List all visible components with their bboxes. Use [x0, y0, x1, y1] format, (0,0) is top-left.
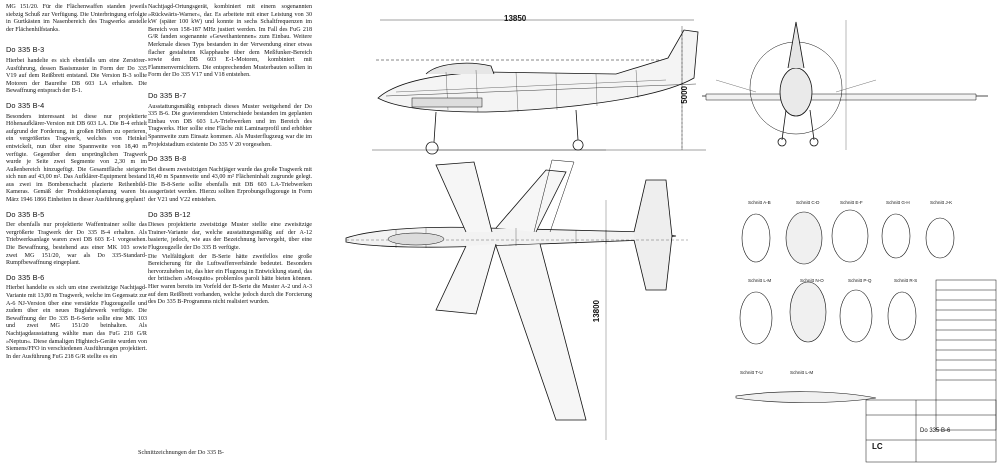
- section-heading: Do 335 B-8: [148, 154, 187, 164]
- title-block-type: Do 335 B-6: [920, 428, 951, 434]
- section-label: Schnitt J-K: [930, 200, 953, 205]
- body-paragraph: Ausstattungsmäßig entsprach dieses Muste…: [148, 103, 312, 148]
- section-heading: Do 335 B-5: [6, 209, 45, 219]
- section-heading: Do 335 B-7: [148, 90, 187, 100]
- body-paragraph: Die Vielfältigkeit der B-Serie hätte zwe…: [148, 253, 312, 306]
- body-paragraph: Bei diesem zweisitzigen Nachtjäger wurde…: [148, 166, 312, 204]
- section-label: Schnitt G-H: [886, 200, 910, 205]
- title-block: [865, 279, 997, 463]
- section-label: Schnitt T-U: [740, 370, 763, 375]
- section-heading: Do 335 B-4: [6, 100, 45, 110]
- section-heading: Do 335 B-6: [6, 272, 45, 282]
- section-label: Schnitt P-Q: [848, 278, 872, 283]
- section-label: Schnitt A-B: [748, 200, 771, 205]
- text-column-2: Nachtjagd-Ortungsgerät, kombiniert mit e…: [148, 4, 312, 308]
- body-paragraph: Der ebenfalls nur projektierte Waffentra…: [6, 222, 147, 267]
- dimension-length: 13850: [504, 14, 527, 23]
- section-label: Schnitt R-S: [894, 278, 918, 283]
- section-label: Schnitt C-D: [796, 200, 820, 205]
- body-paragraph: Nachtjagd-Ortungsgerät, kombiniert mit e…: [148, 4, 312, 79]
- body-paragraph: Hierbei handelte es sich um eine zweisit…: [6, 285, 147, 360]
- section-label: Schnitt N-O: [800, 278, 824, 283]
- top-view: [345, 149, 688, 440]
- text-column-1: MG 151/20. Für die Flächenwaffen standen…: [6, 4, 147, 362]
- body-paragraph: Dieses projektierte zweisitzige Muster s…: [148, 222, 312, 252]
- technical-drawing: [345, 19, 997, 463]
- body-paragraph: MG 151/20. Für die Flächenwaffen standen…: [6, 4, 147, 33]
- section-heading: Do 335 B-12: [148, 209, 191, 219]
- body-paragraph: Hierbei handelte es sich ebenfalls um ei…: [6, 57, 147, 95]
- dimension-height: 5000: [680, 86, 689, 104]
- section-heading: Do 335 B-3: [6, 45, 45, 55]
- dimension-span: 13800: [592, 300, 601, 323]
- section-views: [735, 209, 955, 403]
- section-label: Schnitt E-F: [840, 200, 863, 205]
- figure-caption: Schnittzeichnungen der Do 335 B-: [138, 449, 224, 456]
- title-block-code: LC: [872, 442, 883, 451]
- section-label: Schnitt L-M: [748, 278, 772, 283]
- side-view: [372, 26, 706, 155]
- front-view: [702, 20, 988, 150]
- body-paragraph: Besonders interessant ist diese nur proj…: [6, 113, 147, 204]
- section-label: Schnitt L-M: [790, 370, 814, 375]
